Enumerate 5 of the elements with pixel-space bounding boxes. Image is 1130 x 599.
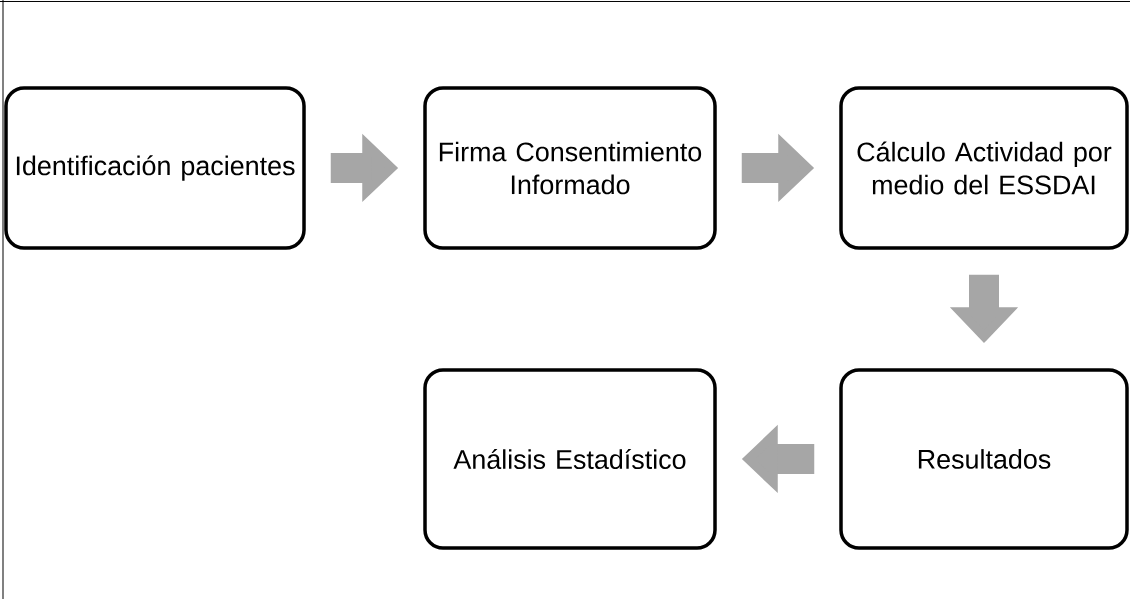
- process-box: Cálculo Actividad por medio del ESSDAI: [839, 86, 1129, 250]
- process-box: Análisis Estadístico: [423, 368, 717, 550]
- process-box: Identificación pacientes: [4, 86, 306, 250]
- process-box: Resultados: [839, 368, 1129, 550]
- process-box: Firma Consentimiento Informado: [423, 86, 717, 250]
